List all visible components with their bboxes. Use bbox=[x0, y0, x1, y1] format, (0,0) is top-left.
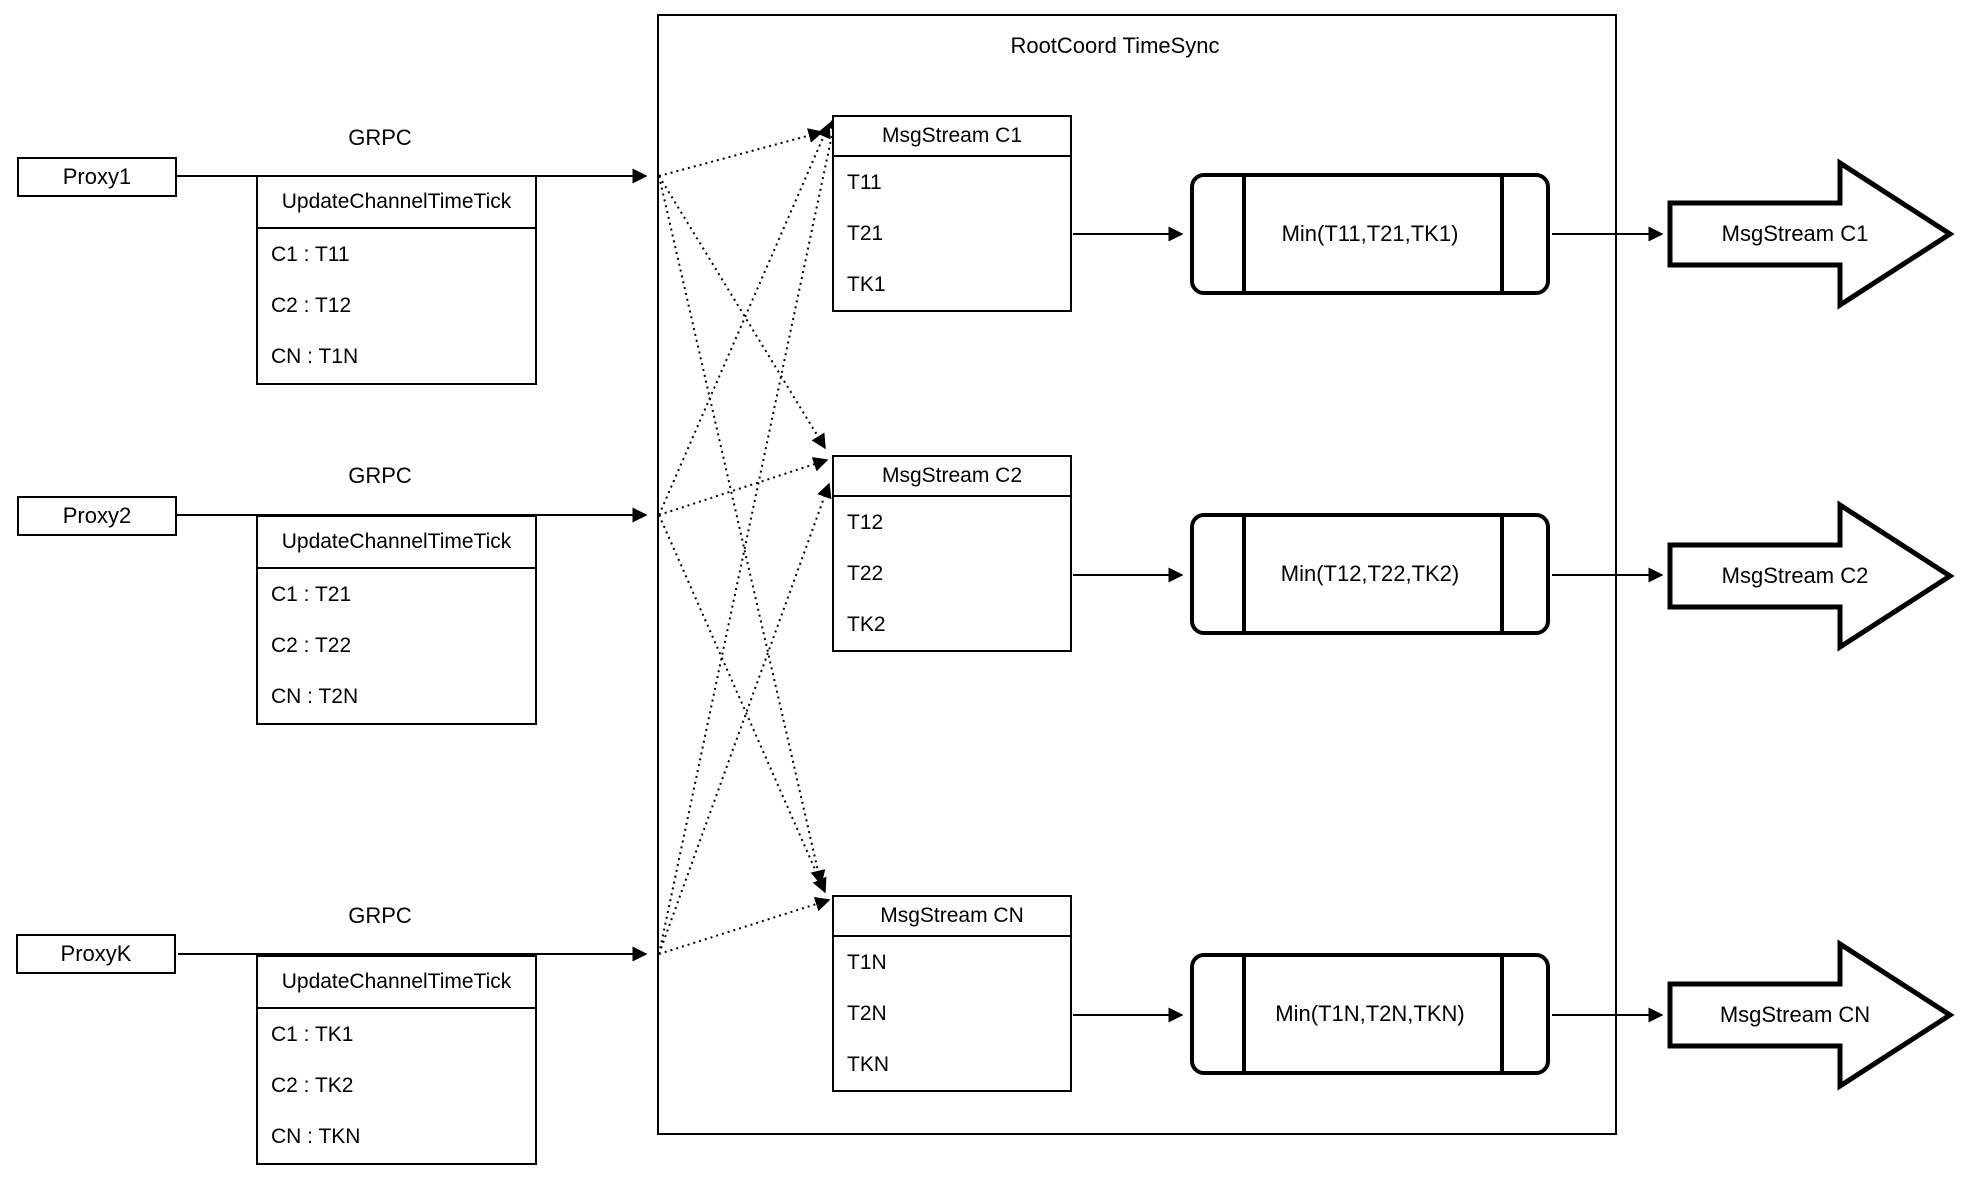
proxy2-box: Proxy2 bbox=[17, 496, 177, 536]
rootcoord-title: RootCoord TimeSync bbox=[1010, 33, 1220, 58]
table-row: T12 bbox=[847, 510, 884, 534]
table-row: TK1 bbox=[847, 272, 886, 296]
table-row: C1 : TK1 bbox=[271, 1022, 354, 1046]
table-row: TKN bbox=[847, 1052, 889, 1076]
output-block-arrows bbox=[1667, 158, 1955, 1091]
table-header: MsgStream CN bbox=[834, 897, 1070, 937]
min-label-3: Min(T1N,T2N,TKN) bbox=[1275, 1001, 1465, 1026]
proxyk-timetick-table: UpdateChannelTimeTick C1 : TK1 C2 : TK2 … bbox=[256, 955, 537, 1165]
table-row: CN : T1N bbox=[271, 345, 359, 369]
proxy2-label: Proxy2 bbox=[62, 503, 132, 528]
table-row: C1 : T11 bbox=[271, 242, 350, 266]
msgstream-c1-table: MsgStream C1 T11 T21 TK1 bbox=[832, 115, 1072, 312]
min-box-divider bbox=[1242, 957, 1246, 1071]
output-arrow-1-label: MsgStream C1 bbox=[1721, 221, 1869, 246]
table-header: MsgStream C2 bbox=[834, 457, 1070, 497]
min-box-divider bbox=[1500, 957, 1504, 1071]
min-box-divider bbox=[1500, 177, 1504, 291]
rootcoord-box bbox=[657, 14, 1617, 1135]
table-row: C2 : TK2 bbox=[271, 1073, 354, 1097]
table-row: T22 bbox=[847, 561, 884, 585]
min-box-2: Min(T12,T22,TK2) bbox=[1190, 513, 1550, 635]
table-header: UpdateChannelTimeTick bbox=[258, 177, 535, 229]
min-label-1: Min(T11,T21,TK1) bbox=[1281, 221, 1459, 246]
proxy1-box: Proxy1 bbox=[17, 157, 177, 197]
proxyk-label: ProxyK bbox=[60, 941, 132, 966]
table-row: T1N bbox=[847, 950, 887, 974]
table-header: MsgStream C1 bbox=[834, 117, 1070, 157]
grpc-label-3: GRPC bbox=[348, 903, 412, 928]
table-row: T21 bbox=[847, 221, 884, 245]
table-row: T11 bbox=[847, 170, 882, 194]
min-box-divider bbox=[1242, 177, 1246, 291]
min-box-divider bbox=[1500, 517, 1504, 631]
table-row: CN : TKN bbox=[271, 1125, 361, 1149]
msgstream-cn-table: MsgStream CN T1N T2N TKN bbox=[832, 895, 1072, 1092]
table-row: C2 : T22 bbox=[271, 633, 352, 657]
table-header: UpdateChannelTimeTick bbox=[258, 517, 535, 569]
proxy1-timetick-table: UpdateChannelTimeTick C1 : T11 C2 : T12 … bbox=[256, 175, 537, 385]
min-box-3: Min(T1N,T2N,TKN) bbox=[1190, 953, 1550, 1075]
table-header: UpdateChannelTimeTick bbox=[258, 957, 535, 1009]
proxy2-timetick-table: UpdateChannelTimeTick C1 : T21 C2 : T22 … bbox=[256, 515, 537, 725]
table-row: TK2 bbox=[847, 612, 886, 636]
grpc-label-1: GRPC bbox=[348, 125, 412, 150]
msgstream-c2-table: MsgStream C2 T12 T22 TK2 bbox=[832, 455, 1072, 652]
min-box-1: Min(T11,T21,TK1) bbox=[1190, 173, 1550, 295]
proxy1-label: Proxy1 bbox=[62, 164, 132, 189]
table-row: C2 : T12 bbox=[271, 293, 352, 317]
grpc-label-2: GRPC bbox=[348, 463, 412, 488]
table-row: T2N bbox=[847, 1001, 887, 1025]
table-row: C1 : T21 bbox=[271, 582, 352, 606]
output-arrow-3-label: MsgStream CN bbox=[1719, 1002, 1871, 1027]
min-label-2: Min(T12,T22,TK2) bbox=[1280, 561, 1460, 586]
proxyk-box: ProxyK bbox=[16, 934, 176, 974]
table-row: CN : T2N bbox=[271, 685, 359, 709]
min-box-divider bbox=[1242, 517, 1246, 631]
output-arrow-2-label: MsgStream C2 bbox=[1721, 563, 1869, 588]
